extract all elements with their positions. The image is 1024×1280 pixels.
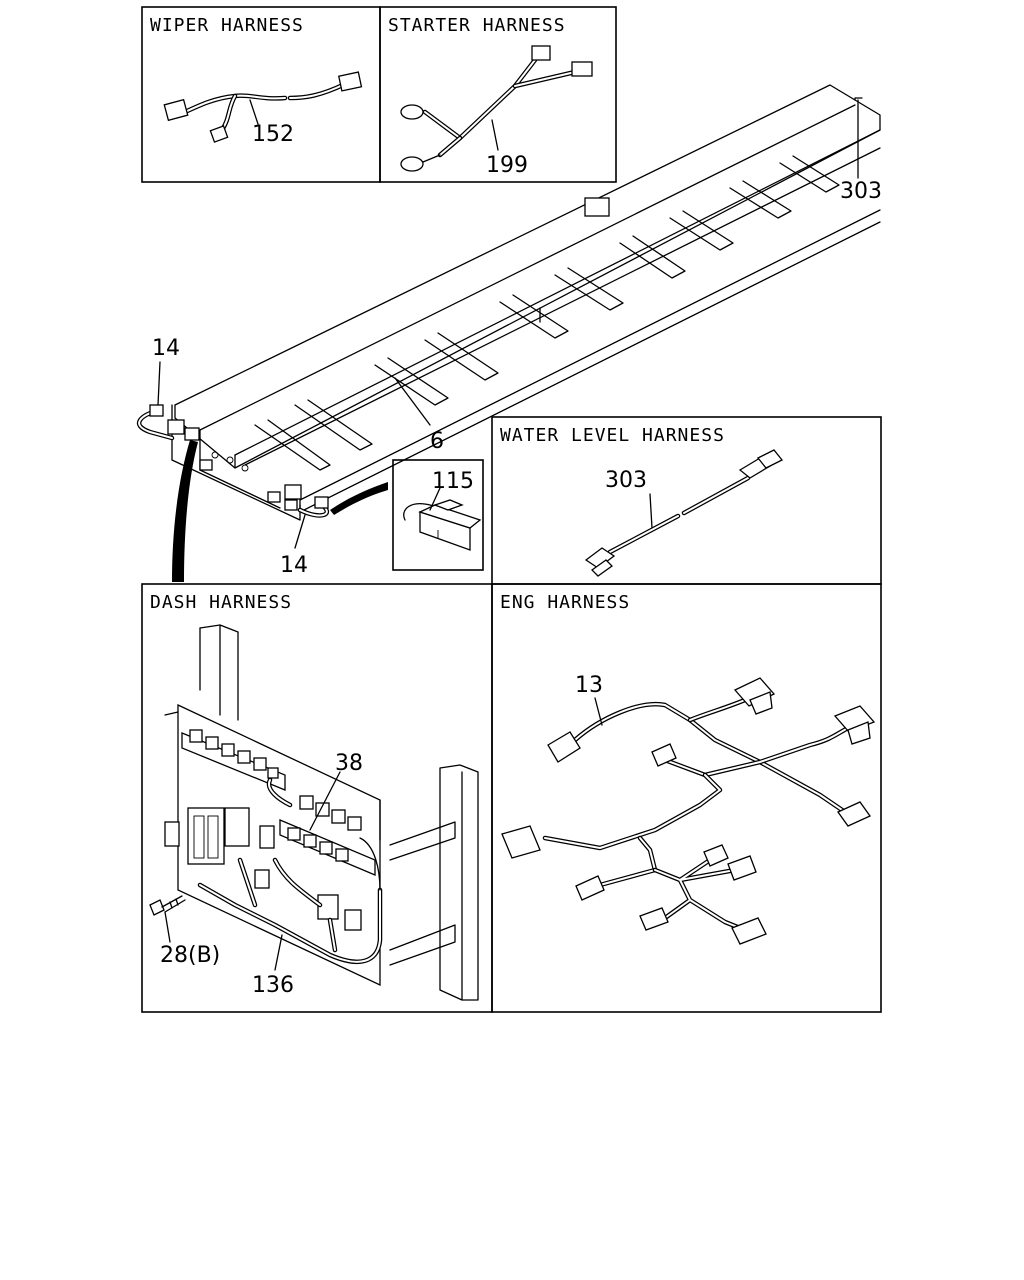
mounting-bolt: [149, 895, 186, 916]
clip-part-number: 115: [432, 469, 474, 494]
dash-harness-title: DASH HARNESS: [150, 592, 292, 613]
water-level-harness-part-number: 303: [605, 468, 647, 493]
frame-cross-members: [254, 155, 840, 471]
dash-harness-panel: DASH HARNESS: [141, 583, 493, 1013]
upper-clip-part-number: 14: [152, 336, 180, 361]
dash-harness-drawing: [149, 624, 479, 1001]
frame-front-section: [167, 404, 302, 521]
wiper-harness-drawing: [163, 71, 363, 143]
water-level-harness-panel: WATER LEVEL HARNESS 303: [491, 416, 882, 585]
wiper-harness-panel: WIPER HARNESS 152: [141, 6, 381, 183]
chassis-frame: [136, 84, 881, 521]
starter-harness-title: STARTER HARNESS: [388, 15, 566, 36]
clip-inset-pointer: [330, 482, 388, 515]
wiper-harness-title: WIPER HARNESS: [150, 15, 304, 36]
water-level-harness-drawing: [584, 449, 784, 577]
water-level-harness-title: WATER LEVEL HARNESS: [500, 425, 725, 446]
starter-harness-drawing: [400, 45, 593, 172]
clip-drawing: [403, 499, 482, 551]
wiper-harness-part-number: 152: [252, 122, 294, 147]
dash-panel-pointer: [172, 440, 198, 582]
eng-harness-drawing: [501, 677, 876, 945]
dash-harness-part-number: 136: [252, 973, 294, 998]
bolt-part-number: 28(B): [160, 943, 220, 968]
lower-clip-part-number: 14: [280, 553, 308, 578]
starter-harness-panel: STARTER HARNESS 199: [379, 6, 617, 183]
frame-rail-part-number: 6: [430, 429, 444, 454]
starter-harness-part-number: 199: [486, 153, 528, 178]
eng-harness-panel: ENG HARNESS: [491, 583, 882, 1013]
eng-harness-title: ENG HARNESS: [500, 592, 630, 613]
clip-inset-panel: 115: [392, 459, 484, 571]
rear-harness-part-number: 303: [840, 179, 882, 204]
eng-harness-part-number: 13: [575, 673, 603, 698]
relay-part-number: 38: [335, 751, 363, 776]
